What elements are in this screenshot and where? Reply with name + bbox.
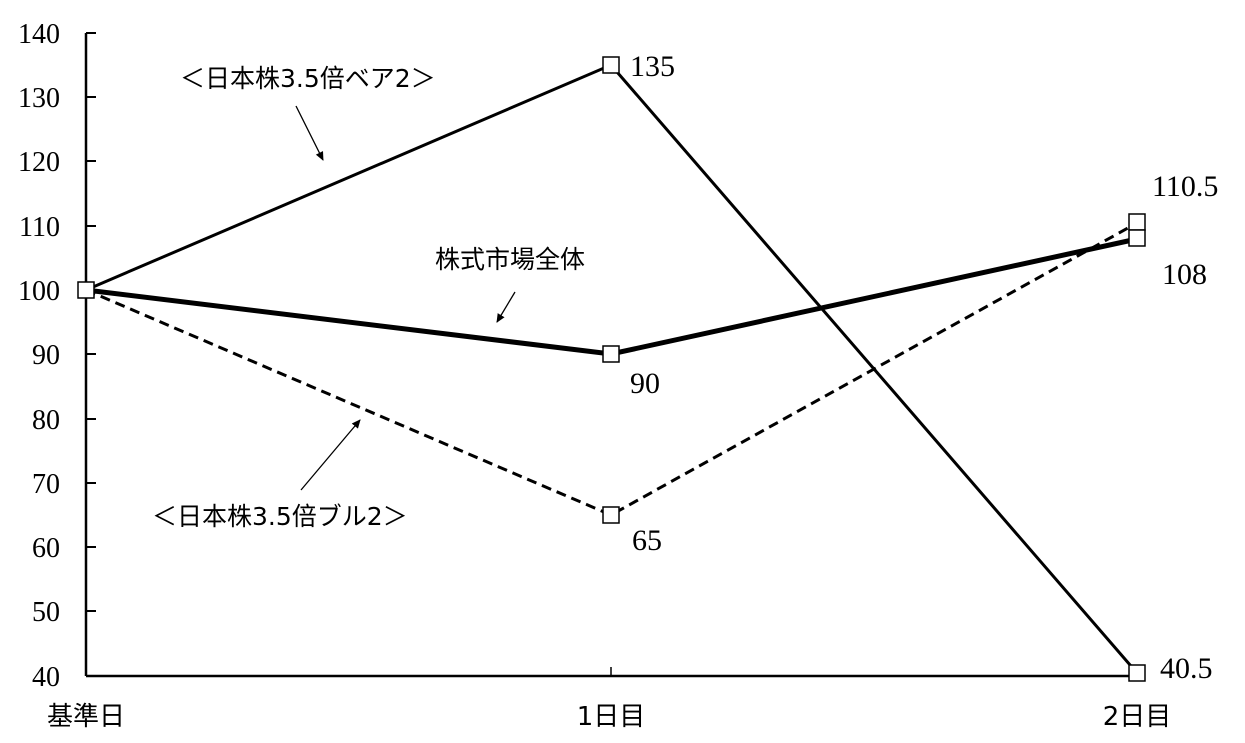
y-tick-labels: 140 130 120 110 100 90 80 70 60 50 40 — [18, 19, 60, 693]
y-tick-130: 130 — [18, 83, 60, 114]
category-label-day-1: 1日目 — [577, 702, 646, 732]
y-tick-70: 70 — [32, 469, 60, 500]
value-bull-day1: 65 — [632, 524, 662, 557]
y-tick-40: 40 — [32, 662, 60, 693]
marker-bull-day1 — [602, 506, 620, 524]
y-tick-60: 60 — [32, 533, 60, 564]
value-bear-day1: 135 — [630, 50, 675, 83]
marker-market-day1 — [602, 345, 620, 363]
value-bear-day2: 40.5 — [1160, 652, 1213, 685]
y-tick-80: 80 — [32, 405, 60, 436]
marker-bull-day2 — [1128, 213, 1146, 231]
marker-bear-day2 — [1128, 664, 1146, 682]
annotation-bear-label: ＜日本株3.5倍ベア2＞ — [180, 64, 436, 93]
annotation-bull: ＜日本株3.5倍ブル2＞ — [152, 419, 408, 531]
value-bull-day2: 110.5 — [1152, 170, 1218, 203]
marker-market-day2 — [1128, 229, 1146, 247]
annotation-market: 株式市場全体 — [435, 245, 585, 323]
x-axis — [86, 667, 1137, 678]
x-category-labels: 基準日 1日目 2日目 — [47, 702, 1171, 732]
y-tick-140: 140 — [18, 19, 60, 50]
series-market-line — [85, 236, 1138, 357]
value-market-day1: 90 — [630, 367, 660, 400]
series-bear-line — [85, 63, 1139, 674]
annotation-bull-label: ＜日本株3.5倍ブル2＞ — [152, 502, 408, 531]
annotation-market-label: 株式市場全体 — [435, 245, 585, 274]
marker-base — [77, 281, 95, 299]
category-label-base-day: 基準日 — [47, 702, 125, 732]
y-tick-90: 90 — [32, 340, 60, 371]
y-axis — [84, 32, 96, 676]
data-value-labels: 135 90 65 110.5 108 40.5 — [630, 50, 1218, 685]
y-tick-110: 110 — [19, 212, 60, 243]
annotation-bear: ＜日本株3.5倍ベア2＞ — [180, 64, 436, 161]
value-market-day2: 108 — [1162, 258, 1207, 291]
y-tick-50: 50 — [32, 597, 60, 628]
category-label-day-2: 2日目 — [1103, 702, 1172, 732]
marker-bear-day1 — [602, 56, 620, 74]
arrow-icon — [295, 105, 324, 161]
arrow-icon — [300, 419, 361, 491]
data-markers — [77, 56, 1146, 682]
y-tick-120: 120 — [18, 147, 60, 178]
y-tick-100: 100 — [18, 276, 60, 307]
arrow-icon — [496, 291, 516, 323]
series-bull-line — [85, 221, 1138, 517]
